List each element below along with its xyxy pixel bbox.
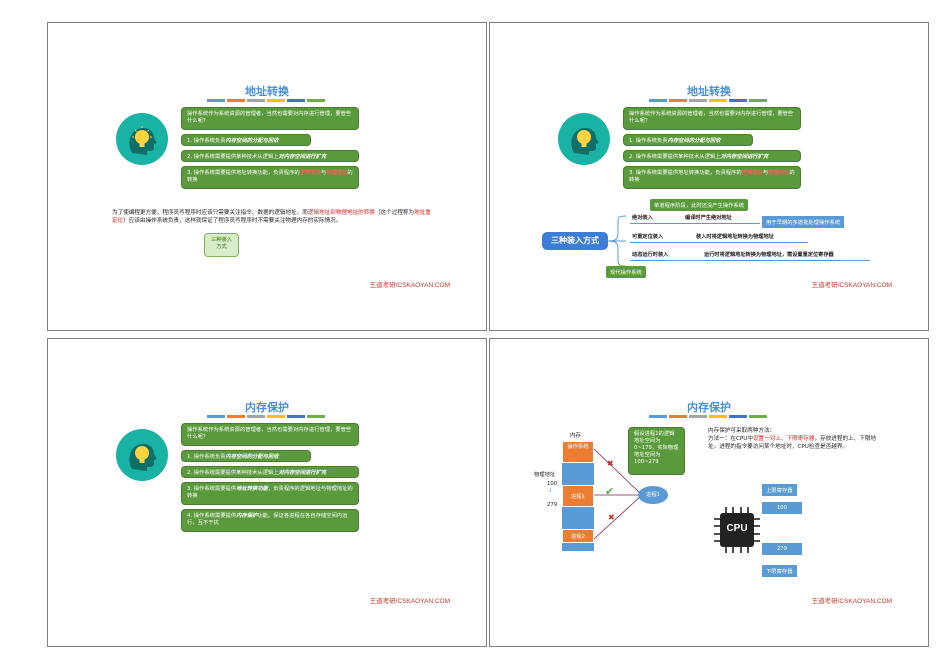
note-single-program: 单道程序阶段，此时还没产生操作系统 (650, 199, 749, 211)
three-load-methods-box: 三种装入方式 (542, 232, 608, 250)
point-1-bubble: 1. 操作系统负责内存空间的分配与回收 (181, 450, 311, 462)
brand-footer: 王道考研/CSKAOYAN.COM (369, 282, 450, 289)
dynamic-load-label: 动态运行时装入 (632, 252, 669, 258)
memory-label: 内存 (570, 433, 582, 439)
protection-text: 内存保护可采取两种方法： 方法一：在CPU中设置一对上、下限寄存器，存放进程的上… (708, 428, 877, 450)
note-modern-os: 现代操作系统 (606, 266, 646, 278)
head-lightbulb-icon (116, 429, 168, 481)
point-2-bubble: 2. 操作系统需要提供某种技术从逻辑上对内存空间进行扩充 (623, 150, 801, 162)
physical-address-label: 物理地址 (534, 472, 556, 478)
row-underline (630, 260, 870, 261)
slide-memory-protection-2[interactable]: 内存保护 内存 操作系统 进程1 进程2 物理地址 100 ↓ 279 ✖ ✔ … (489, 338, 929, 647)
slide-title: 内存保护 (687, 401, 731, 414)
logical-space-callout: 假设进程1的逻辑地址空间为 0~179，实际物理地址空间为 100~279 (628, 427, 685, 475)
os-block: 操作系统 (562, 441, 594, 463)
relocatable-load-desc: 装入时将逻辑地址转换为物理地址 (696, 234, 774, 240)
addr-100: 100 (547, 481, 558, 487)
slide-memory-protection-1[interactable]: 内存保护 操作系统作为系统资源的管理者，当然也需要对内存进行管理，要管些什么呢？… (47, 338, 487, 647)
cross-icon: ✖ (607, 459, 614, 468)
brand-footer: 王道考研/CSKAOYAN.COM (369, 598, 450, 605)
question-bubble: 操作系统作为系统资源的管理者，当然也需要对内存进行管理，要管些什么呢？ (623, 107, 801, 130)
process2-block: 进程2 (562, 529, 594, 543)
upper-register-value: 100 (762, 502, 802, 514)
explanation-text: 为了使编程更方便，程序员写程序时应该只需要关注指令、数据的逻辑地址。而逻辑地址到… (112, 210, 431, 224)
question-bubble: 操作系统作为系统资源的管理者，当然也需要对内存进行管理，要管些什么呢？ (181, 107, 359, 130)
load-methods-callout: 三种装入方式 (204, 233, 239, 257)
access-lines (594, 448, 643, 540)
brace-lines (608, 215, 627, 267)
row-underline (630, 223, 760, 224)
color-bar (207, 99, 325, 102)
dynamic-load-desc: 运行时将逻辑地址转换为物理地址，需设置重定位寄存器 (704, 252, 834, 258)
lower-register-tag: 下限寄存器 (762, 565, 797, 577)
upper-register-tag: 上限寄存器 (762, 484, 797, 496)
slide-title: 内存保护 (245, 401, 289, 414)
cpu-label: CPU (726, 523, 748, 534)
lower-register-value: 279 (762, 543, 802, 555)
absolute-load-label: 绝对装入 (632, 215, 653, 221)
point-3-bubble: 3. 操作系统需要提供地址转换功能，负责程序的逻辑地址与物理地址的转换 (623, 166, 801, 189)
point-3-bubble: 3. 操作系统需要提供地址转换功能，负责程序的逻辑地址与物理地址的转换 (181, 166, 359, 189)
row-underline (630, 242, 808, 243)
addr-279: 279 (547, 502, 558, 508)
head-lightbulb-icon (116, 113, 168, 165)
arrow-down-icon: ↓ (548, 488, 553, 494)
color-bar (207, 415, 325, 418)
point-4-bubble: 4. 操作系统需要提供内存保护功能。保证各进程在各自存储空间内运行，互不干扰 (181, 509, 359, 532)
process1-ellipse: 进程1 (638, 486, 668, 504)
point-2-bubble: 2. 操作系统需要提供某种技术从逻辑上对内存空间进行扩充 (181, 150, 359, 162)
color-bar (649, 99, 767, 102)
check-icon: ✔ (605, 485, 615, 498)
cpu-chip-icon: CPU (712, 505, 762, 555)
process1-block: 进程1 (562, 485, 594, 507)
slide-address-translation-2[interactable]: 地址转换 操作系统作为系统资源的管理者，当然也需要对内存进行管理，要管些什么呢？… (489, 22, 929, 331)
slide-address-translation-1[interactable]: 地址转换 操作系统作为系统资源的管理者，当然也需要对内存进行管理，要管些什么呢？… (47, 22, 487, 331)
brand-footer: 王道考研/CSKAOYAN.COM (811, 598, 892, 605)
point-2-bubble: 2. 操作系统需要提供某种技术从逻辑上对内存空间进行扩充 (181, 466, 359, 478)
cross-icon: ✖ (608, 513, 615, 522)
point-3-bubble: 3. 操作系统需要提供地址转换功能，负责程序的逻辑地址与物理地址的转换 (181, 482, 359, 505)
point-1-bubble: 1. 操作系统负责内存空间的分配与回收 (181, 134, 311, 146)
relocatable-load-label: 可重定位装入 (632, 234, 664, 240)
head-lightbulb-icon (558, 113, 610, 165)
slide-title: 地址转换 (687, 85, 731, 98)
note-early-batch: 用于早期的多道批处理操作系统 (762, 216, 845, 228)
question-bubble: 操作系统作为系统资源的管理者，当然也需要对内存进行管理，要管些什么呢？ (181, 423, 359, 446)
brand-footer: 王道考研/CSKAOYAN.COM (811, 282, 892, 289)
absolute-load-desc: 编译时产生绝对地址 (685, 215, 732, 221)
color-bar (649, 415, 767, 418)
slide-title: 地址转换 (245, 85, 289, 98)
point-1-bubble: 1. 操作系统负责内存空间的分配与回收 (623, 134, 753, 146)
